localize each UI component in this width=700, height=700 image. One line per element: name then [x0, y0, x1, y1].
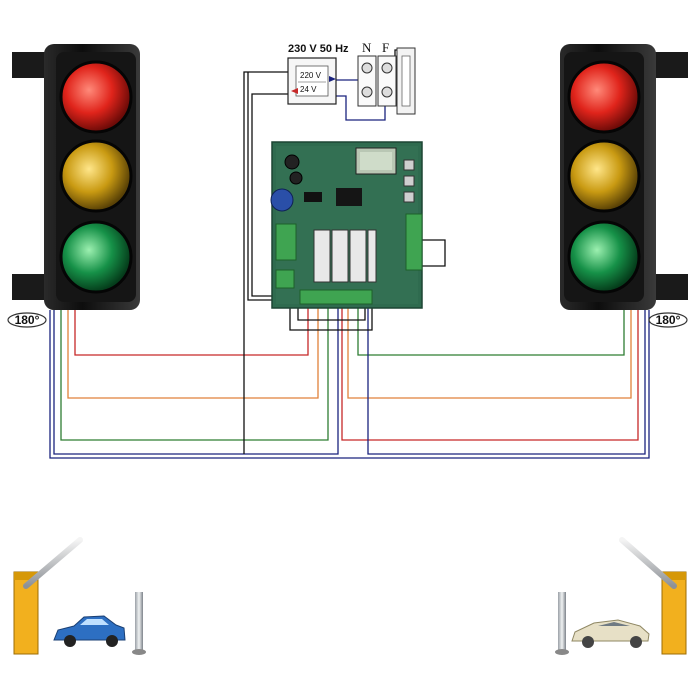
wheel-icon	[64, 635, 76, 647]
wire-left-blue	[53, 305, 339, 455]
wire-right-blue	[367, 305, 646, 455]
wire-black-1	[243, 71, 290, 454]
pcb-button	[403, 159, 415, 171]
transformer-inner	[295, 65, 329, 97]
yellow-lamp-left	[59, 139, 133, 213]
phase-label: F	[382, 40, 389, 55]
control-board	[270, 141, 423, 309]
bollard-left	[135, 592, 143, 652]
car-body-right	[571, 619, 650, 642]
yellow-lamp-right	[567, 139, 641, 213]
wire-right-red	[341, 305, 639, 441]
power-supply: 230 V 50 Hz 220 V 24 V	[287, 43, 349, 105]
rotation-label-left: 180°	[15, 313, 40, 327]
barrier-boom-left	[23, 537, 83, 589]
wire-right-orange	[347, 305, 632, 399]
lcd-glass	[360, 152, 392, 170]
ic-chip	[336, 188, 362, 206]
wire-common-blue	[49, 310, 650, 459]
car-left	[53, 615, 126, 647]
wheel-icon	[106, 635, 118, 647]
barrier-top-right	[662, 572, 686, 580]
mount-bracket-top-right	[654, 52, 688, 78]
mount-bracket-top-left	[12, 52, 46, 78]
relay-3	[349, 229, 367, 283]
car-window-right	[598, 622, 630, 626]
screw-icon	[381, 62, 393, 74]
barrier-top-left	[14, 572, 38, 580]
barrier-left	[13, 537, 146, 655]
car-body-left	[53, 615, 126, 641]
relay-1	[313, 229, 331, 283]
car-right	[571, 619, 650, 648]
red-lamp-left	[59, 60, 133, 134]
wheel-icon	[630, 636, 642, 648]
traffic-light-right: 180°	[560, 44, 688, 328]
primary-voltage: 220 V	[300, 71, 322, 80]
arrow-out-icon	[291, 88, 298, 94]
terminal-block-power	[275, 269, 295, 289]
capacitor-small	[289, 171, 303, 185]
supply-label: 230 V 50 Hz	[288, 43, 349, 55]
car-window-left	[80, 619, 109, 625]
mains-terminal-block: N F	[357, 40, 416, 115]
green-lamp-right	[567, 220, 641, 294]
bollard-base-left	[132, 649, 146, 655]
red-lamp-right	[567, 60, 641, 134]
wire-blue-transformer-f	[336, 95, 386, 121]
rotation-arrow-icon	[7, 312, 47, 328]
screw-icon	[361, 86, 373, 98]
barrier-right	[555, 537, 687, 655]
relay-4	[367, 229, 377, 283]
rotation-arrow-icon	[648, 312, 688, 328]
wheel-icon	[582, 636, 594, 648]
wire-black-loop	[289, 300, 373, 331]
din-rail-slot	[401, 55, 411, 107]
pin-header	[304, 192, 322, 202]
wire-black-loop2	[297, 303, 366, 321]
rotation-label-right: 180°	[656, 313, 681, 327]
screw-icon	[381, 86, 393, 98]
traffic-light-left: 180°	[7, 44, 140, 328]
neutral-label: N	[362, 40, 372, 55]
mount-bracket-bottom-right	[654, 274, 688, 300]
secondary-voltage: 24 V	[300, 85, 317, 94]
green-lamp-left	[59, 220, 133, 294]
pcb-button	[403, 191, 415, 203]
terminal-block-side	[405, 213, 423, 271]
terminal-block-left	[275, 223, 297, 261]
wire-right-green	[357, 305, 625, 356]
bollard-base-right	[555, 649, 569, 655]
mount-bracket-bottom-left	[12, 274, 46, 300]
bollard-right	[558, 592, 566, 652]
relay-2	[331, 229, 349, 283]
capacitor-large	[270, 188, 294, 212]
barrier-boom-right	[619, 537, 677, 589]
arrow-in-icon	[329, 76, 336, 82]
wire-left-green	[60, 305, 329, 441]
wire-side-box	[420, 239, 446, 267]
capacitor-small	[284, 154, 300, 170]
wire-black-2	[251, 93, 290, 297]
screw-icon	[361, 62, 373, 74]
terminal-block-output	[299, 289, 373, 305]
wire-left-orange	[67, 305, 319, 399]
wiring	[49, 49, 650, 459]
wire-left-red	[74, 305, 309, 356]
pcb-button	[403, 175, 415, 187]
